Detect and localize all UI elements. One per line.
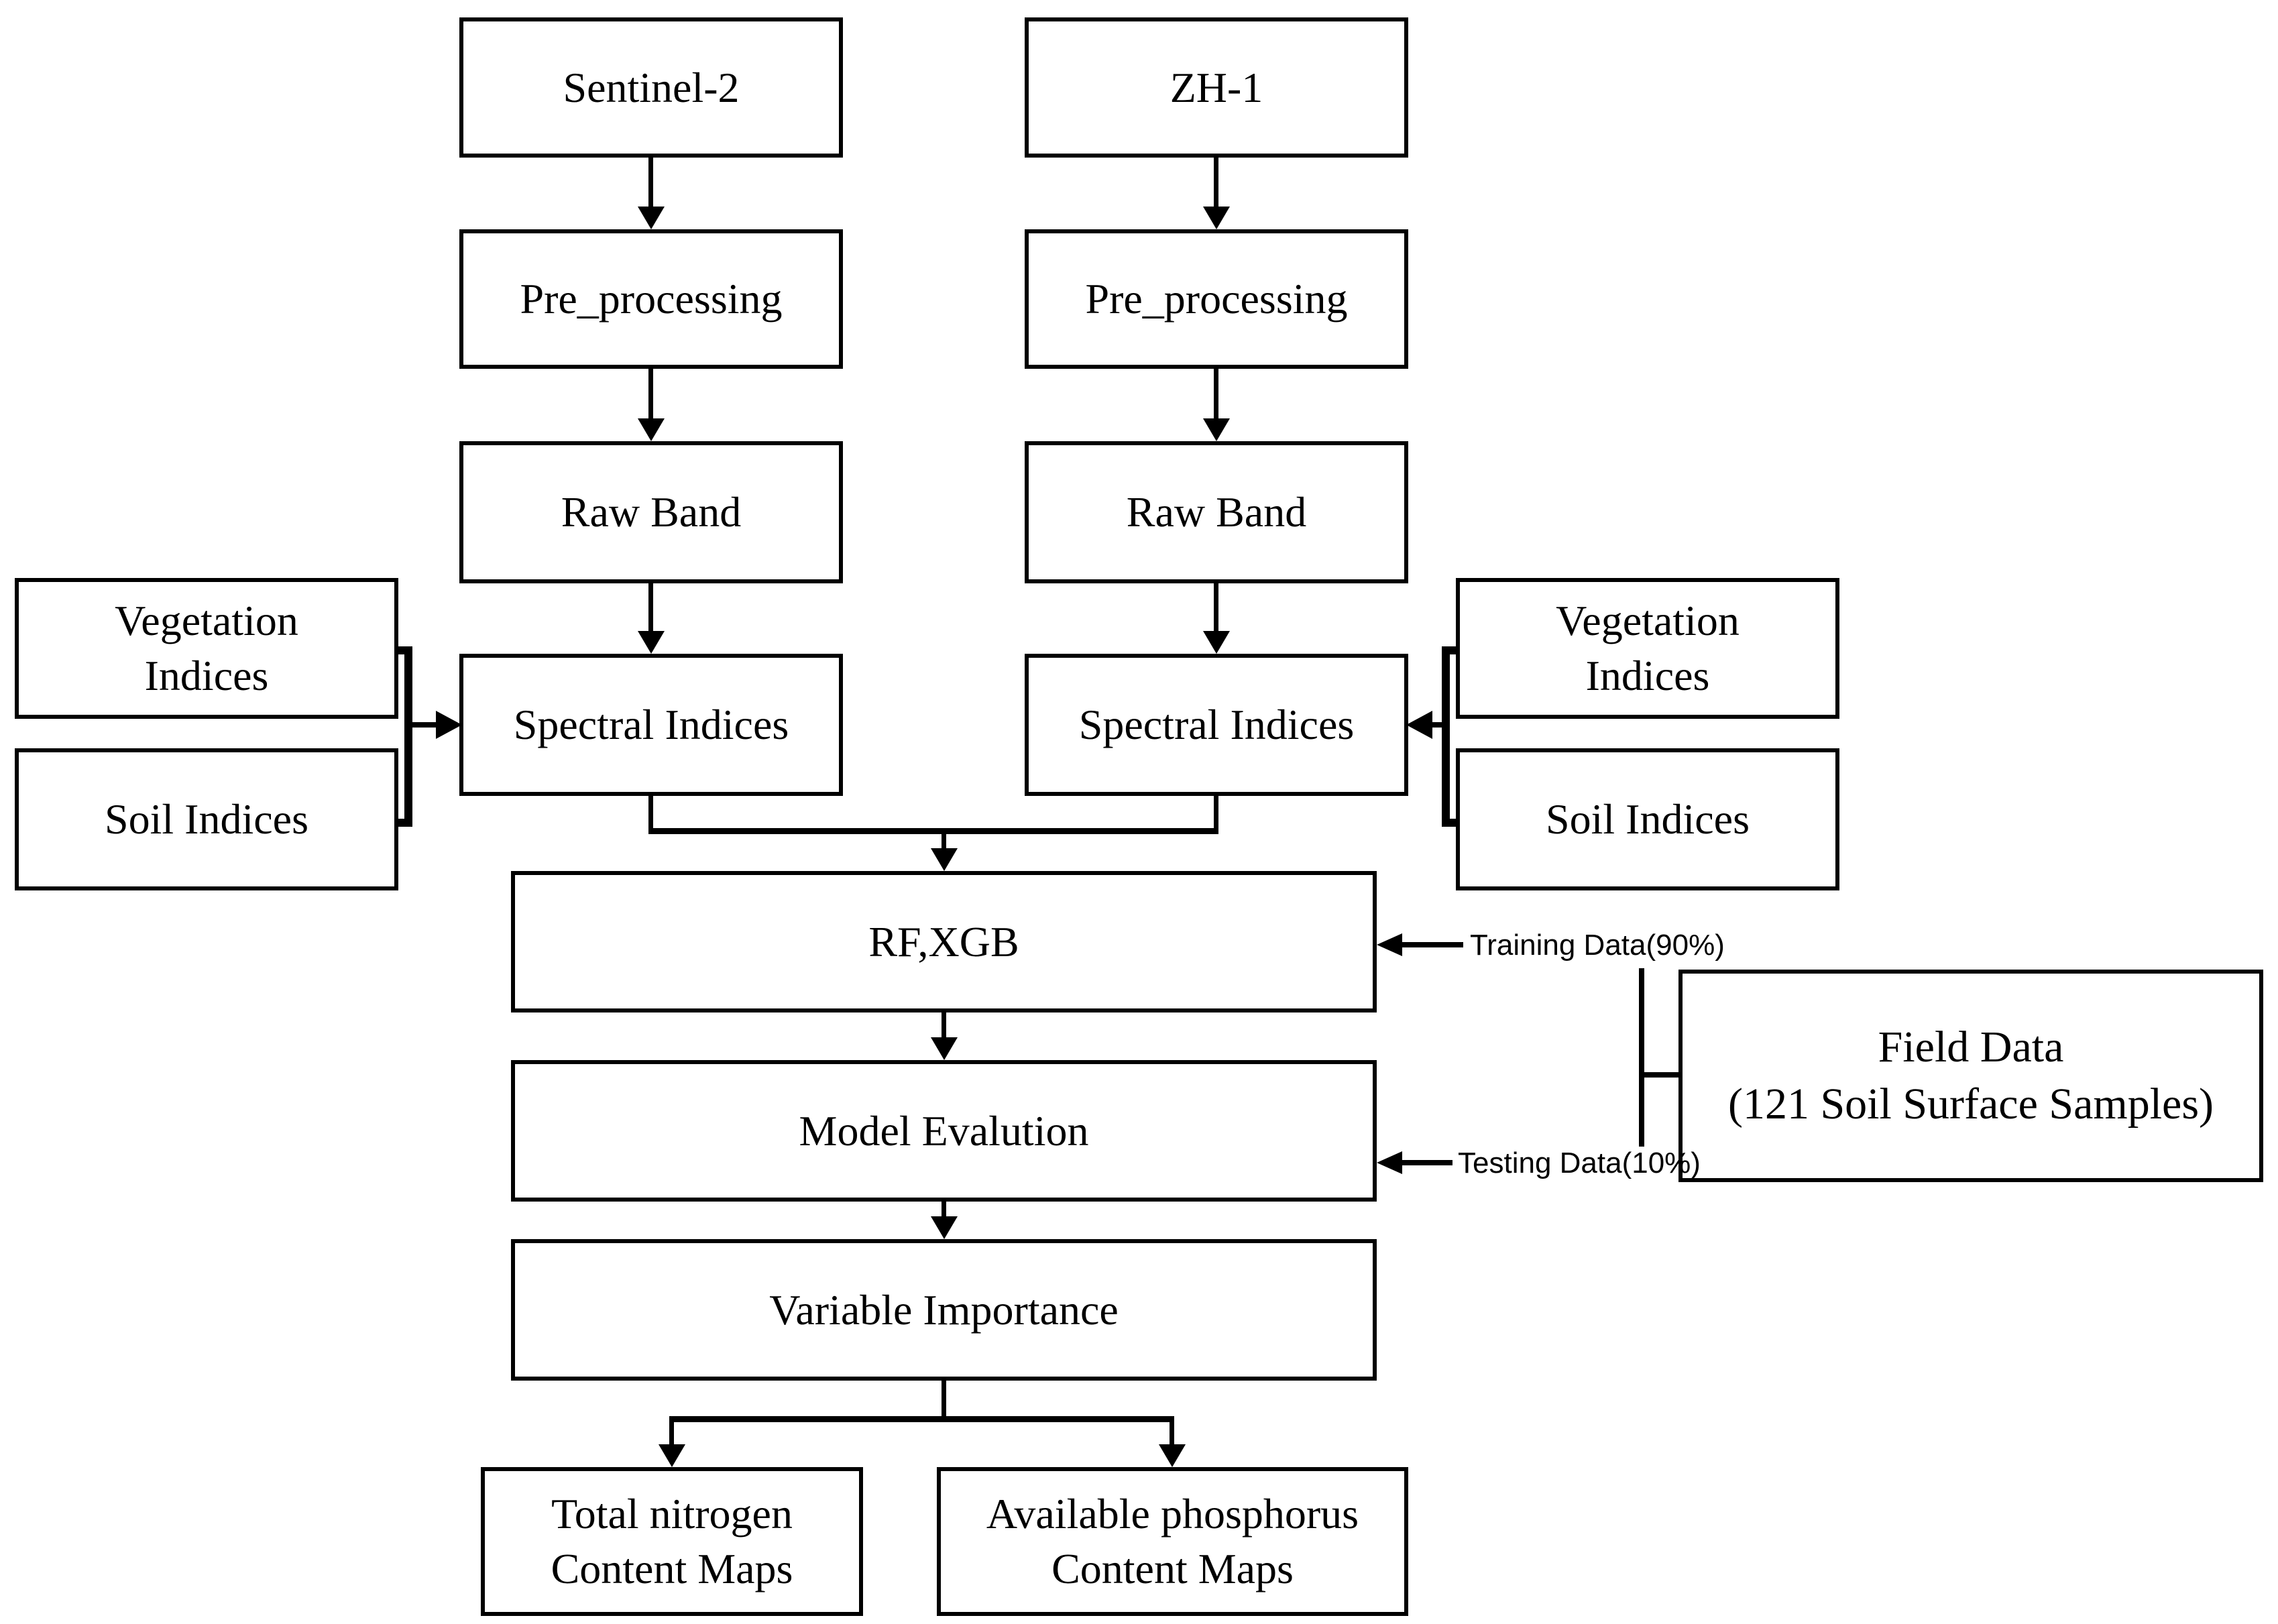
node-available-phosphorus-maps: Available phosphorus Content Maps xyxy=(937,1467,1408,1616)
arrow-training-data-head xyxy=(1377,933,1402,956)
connector-right-bracket-veg-stub xyxy=(1442,646,1457,654)
connector-fielddata-vertical xyxy=(1639,968,1644,1147)
arrow-rawband-to-spectral-right-stem xyxy=(1214,583,1218,632)
node-raw-band-right: Raw Band xyxy=(1025,441,1408,583)
connector-right-bracket-vertical xyxy=(1442,646,1450,827)
connector-left-bracket-soil-stub xyxy=(397,819,412,827)
arrow-preprocessing-to-rawband-right-stem xyxy=(1214,369,1218,420)
connector-merge-left-stem xyxy=(648,796,653,834)
arrow-preprocessing-to-rawband-left-head xyxy=(638,418,665,441)
arrow-sentinel2-to-preprocessing-head xyxy=(638,207,665,229)
node-model-evaluation: Model Evalution xyxy=(511,1060,1377,1202)
connector-left-bracket-veg-stub xyxy=(397,646,412,654)
arrow-testing-data-stem xyxy=(1400,1160,1453,1165)
arrow-indices-to-spectral-left-stem xyxy=(411,722,438,728)
node-variable-importance: Variable Importance xyxy=(511,1239,1377,1381)
arrow-preprocessing-to-rawband-right-head xyxy=(1203,418,1230,441)
arrow-split-to-phosphorus-stem xyxy=(1170,1422,1174,1446)
arrow-sentinel2-to-preprocessing-stem xyxy=(648,158,653,209)
testing-data-label: Testing Data(10%) xyxy=(1458,1147,1701,1179)
arrow-merge-to-rfxgb-stem xyxy=(942,834,946,850)
connector-split-bar xyxy=(669,1416,1174,1422)
connector-left-bracket-vertical xyxy=(404,646,412,827)
connector-merge-right-stem xyxy=(1214,796,1218,834)
arrow-rawband-to-spectral-left-stem xyxy=(648,583,653,632)
arrow-rawband-to-spectral-right-head xyxy=(1203,631,1230,654)
node-soil-indices-right: Soil Indices xyxy=(1456,748,1839,890)
node-sentinel-2: Sentinel-2 xyxy=(459,17,843,158)
node-soil-indices-left: Soil Indices xyxy=(15,748,398,890)
arrow-indices-to-spectral-left-head xyxy=(436,711,462,739)
arrow-split-to-nitrogen-head xyxy=(659,1444,685,1467)
node-vegetation-indices-right: Vegetation Indices xyxy=(1456,578,1839,719)
arrow-preprocessing-to-rawband-left-stem xyxy=(648,369,653,420)
arrow-rfxgb-to-modeleval-head xyxy=(931,1037,958,1060)
connector-fielddata-tick xyxy=(1639,1072,1681,1078)
arrow-training-data-stem xyxy=(1400,942,1463,947)
node-field-data: Field Data (121 Soil Surface Samples) xyxy=(1678,970,2263,1182)
arrow-merge-to-rfxgb-head xyxy=(931,848,958,871)
arrow-indices-to-spectral-right-head xyxy=(1406,711,1432,739)
connector-split-stem xyxy=(942,1381,946,1422)
node-vegetation-indices-left: Vegetation Indices xyxy=(15,578,398,719)
arrow-zh1-to-preprocessing-stem xyxy=(1214,158,1218,209)
node-spectral-indices-right: Spectral Indices xyxy=(1025,654,1408,796)
arrow-split-to-phosphorus-head xyxy=(1159,1444,1186,1467)
node-total-nitrogen-maps: Total nitrogen Content Maps xyxy=(481,1467,863,1616)
arrow-split-to-nitrogen-stem xyxy=(669,1422,674,1446)
node-spectral-indices-left: Spectral Indices xyxy=(459,654,843,796)
node-rf-xgb: RF,XGB xyxy=(511,871,1377,1012)
arrow-modeleval-to-varimp-head xyxy=(931,1216,958,1239)
arrow-zh1-to-preprocessing-head xyxy=(1203,207,1230,229)
arrow-rawband-to-spectral-left-head xyxy=(638,631,665,654)
connector-merge-bar xyxy=(648,828,1218,834)
training-data-label: Training Data(90%) xyxy=(1470,929,1725,962)
arrow-testing-data-head xyxy=(1377,1151,1402,1174)
node-zh-1: ZH-1 xyxy=(1025,17,1408,158)
node-preprocessing-left: Pre_processing xyxy=(459,229,843,369)
arrow-modeleval-to-varimp-stem xyxy=(942,1202,946,1218)
node-preprocessing-right: Pre_processing xyxy=(1025,229,1408,369)
connector-right-bracket-soil-stub xyxy=(1442,819,1457,827)
arrow-rfxgb-to-modeleval-stem xyxy=(942,1012,946,1039)
node-raw-band-left: Raw Band xyxy=(459,441,843,583)
